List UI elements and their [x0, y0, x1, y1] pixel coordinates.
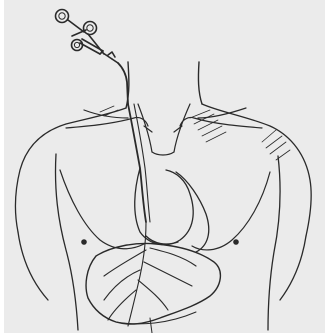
lower-contour	[116, 312, 196, 324]
clavicles	[66, 108, 262, 128]
liver-outline	[86, 244, 220, 325]
shoulder-shading	[100, 106, 290, 160]
neck-outline	[126, 62, 202, 108]
sternal-notch	[138, 104, 190, 155]
vein-wall	[134, 104, 150, 222]
pectoral-outline	[60, 170, 270, 250]
catheter-line	[118, 63, 128, 104]
syringe-icon	[56, 10, 119, 64]
